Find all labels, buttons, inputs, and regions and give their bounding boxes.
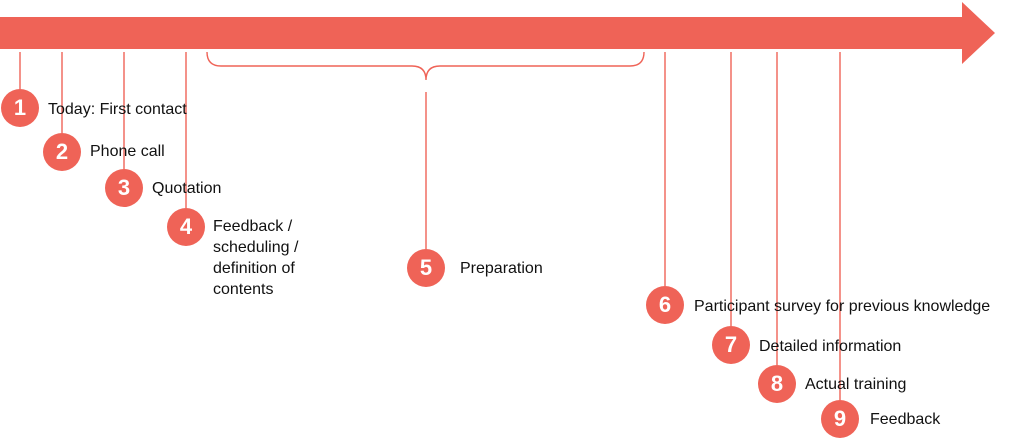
step-1-badge: 1	[1, 89, 39, 127]
step-6-badge: 6	[646, 286, 684, 324]
step-8-label: Actual training	[805, 376, 907, 393]
step-8-badge: 8	[758, 365, 796, 403]
step-5-label: Preparation	[460, 260, 543, 277]
step-7-label: Detailed information	[759, 338, 902, 355]
step-6-label: Participant survey for previous knowledg…	[694, 298, 991, 315]
step-9-label: Feedback	[870, 411, 941, 428]
step-4-label: Feedback / scheduling / definition of co…	[213, 218, 299, 298]
step-9-badge: 9	[821, 400, 859, 438]
step-2-label: Phone call	[90, 143, 165, 160]
step-2-badge: 2	[43, 133, 81, 171]
step-5-badge: 5	[407, 249, 445, 287]
step-4-badge: 4	[167, 208, 205, 246]
step-3-label: Quotation	[152, 180, 222, 197]
step-7-badge: 7	[712, 326, 750, 364]
timeline-arrow	[0, 2, 995, 64]
preparation-brace	[206, 51, 645, 81]
step-1-label: Today: First contact	[48, 101, 187, 118]
step-3-badge: 3	[105, 169, 143, 207]
